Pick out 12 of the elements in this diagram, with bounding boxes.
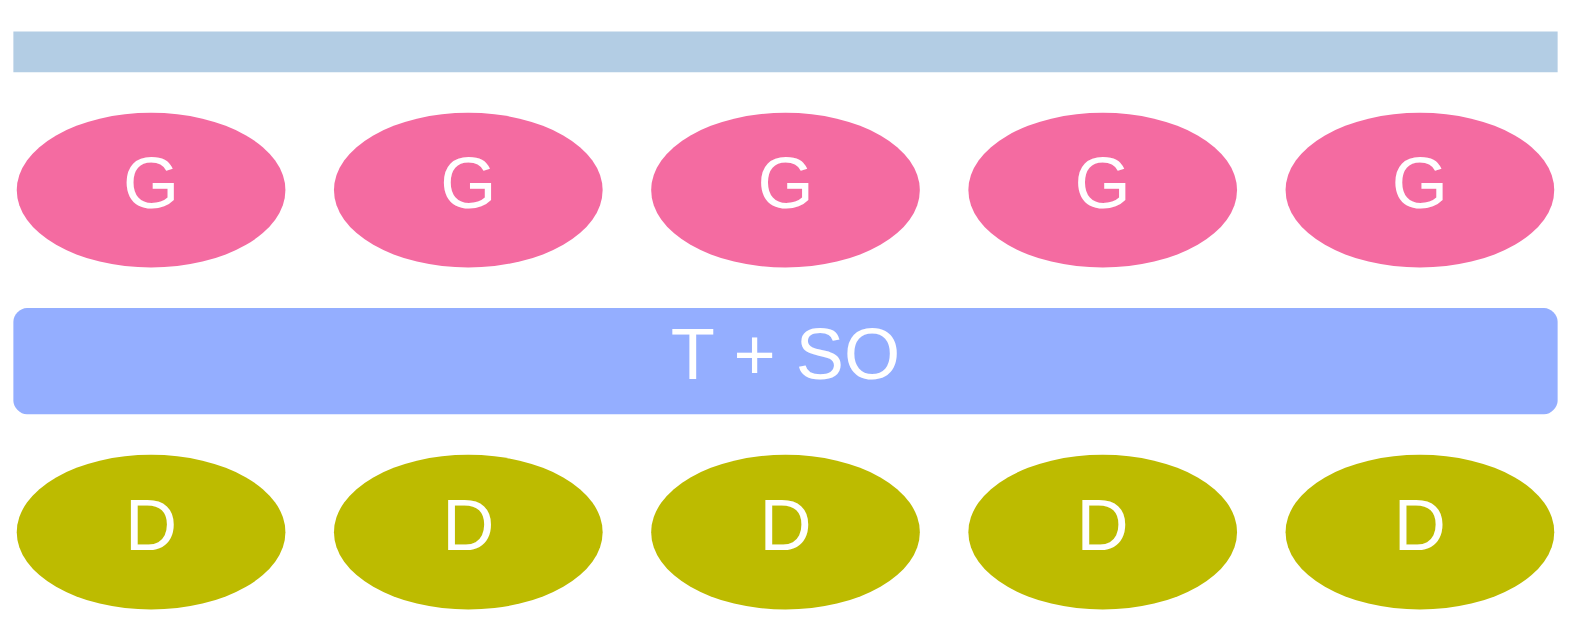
node-ellipse: G [1285, 112, 1555, 268]
node-ellipse: G [333, 112, 603, 268]
node-ellipse: G [16, 112, 286, 268]
node-ellipse: D [1285, 454, 1555, 610]
node-ellipse: D [968, 454, 1238, 610]
node-box: T + SO [13, 308, 1558, 415]
node-ellipse: D [651, 454, 920, 610]
node-ellipse: G [968, 112, 1238, 268]
node-ellipse: G [651, 112, 920, 268]
node-ellipse: D [333, 454, 603, 610]
node-ellipse: D [16, 454, 286, 610]
node-bar [13, 31, 1558, 73]
